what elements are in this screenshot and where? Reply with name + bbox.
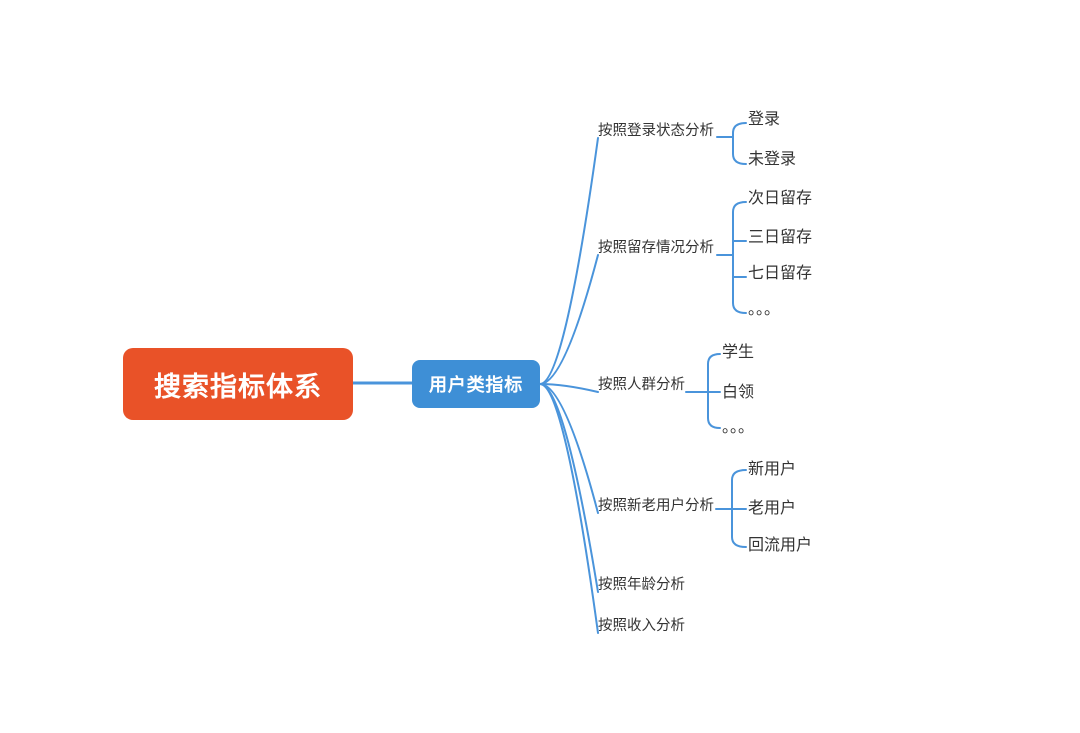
leaf-student[interactable]: 学生 <box>722 344 755 361</box>
connector-branch-retention <box>539 254 599 385</box>
leaf-crowd-ellipsis: 。。。 <box>722 419 755 436</box>
connector-branch-login <box>539 137 599 385</box>
bracket-retention <box>732 201 747 314</box>
branch-retention[interactable]: 按照留存情况分析 <box>598 240 714 256</box>
level2-node-user-metrics[interactable]: 用户类指标 <box>412 360 540 408</box>
branch-new-old-users[interactable]: 按照新老用户分析 <box>598 498 714 514</box>
leaf-white-collar[interactable]: 白领 <box>722 384 755 401</box>
connector-branch-income <box>539 383 599 634</box>
leaf-not-logged-in[interactable]: 未登录 <box>748 151 797 168</box>
branch-login-status[interactable]: 按照登录状态分析 <box>598 123 714 139</box>
bracket-crowd <box>707 353 721 429</box>
leaf-new-user[interactable]: 新用户 <box>748 461 797 478</box>
branch-crowd[interactable]: 按照人群分析 <box>598 377 685 393</box>
root-node[interactable]: 搜索指标体系 <box>123 348 353 420</box>
leaf-returning-user[interactable]: 回流用户 <box>748 537 813 554</box>
branch-income[interactable]: 按照收入分析 <box>598 618 685 634</box>
connector-branch-age <box>539 383 599 593</box>
leaf-retention-ellipsis: 。。。 <box>748 301 781 318</box>
branch-age[interactable]: 按照年龄分析 <box>598 577 685 593</box>
leaf-next-day-retention[interactable]: 次日留存 <box>748 190 813 207</box>
bracket-newold <box>731 469 747 548</box>
leaf-three-day-retention[interactable]: 三日留存 <box>748 229 813 246</box>
bracket-login <box>732 122 747 165</box>
leaf-old-user[interactable]: 老用户 <box>748 500 797 517</box>
leaf-logged-in[interactable]: 登录 <box>748 111 781 128</box>
leaf-seven-day-retention[interactable]: 七日留存 <box>748 265 813 282</box>
